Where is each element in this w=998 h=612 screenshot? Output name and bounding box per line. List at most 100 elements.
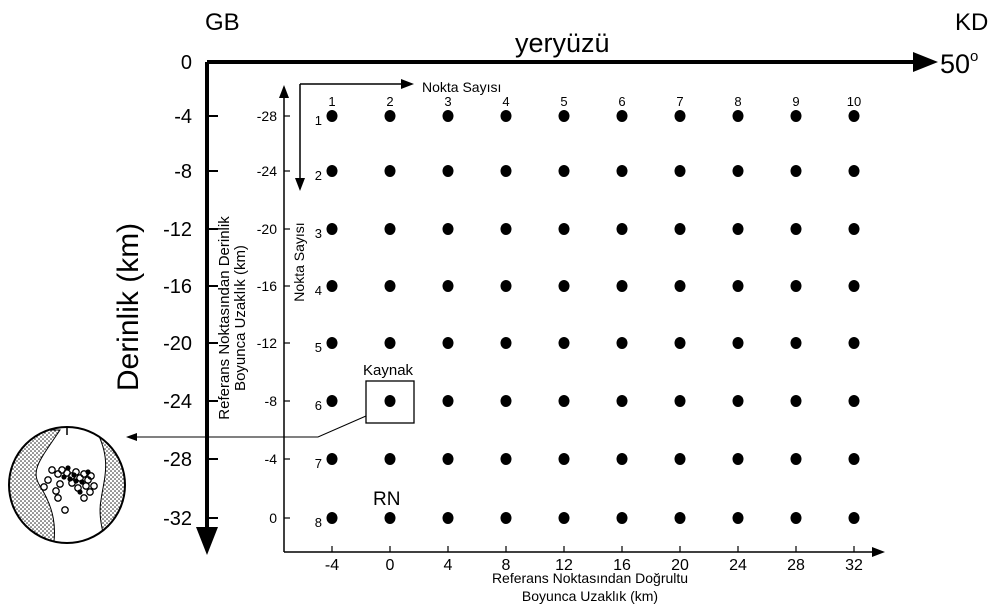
grid-point (500, 453, 512, 465)
grid-point (732, 223, 744, 235)
grid-point (326, 395, 338, 407)
grid-point (848, 337, 860, 349)
grid-point (384, 453, 396, 465)
grid-point (326, 110, 338, 122)
grid-point (674, 453, 686, 465)
grid-point (848, 512, 860, 524)
column-number: 10 (847, 94, 861, 109)
grid-point (848, 165, 860, 177)
grid-point (790, 453, 802, 465)
grid-points (326, 110, 860, 524)
row-number: 7 (315, 456, 322, 471)
depth-tick-label: -28 (163, 449, 192, 471)
grid-point (326, 337, 338, 349)
column-number: 4 (502, 94, 509, 109)
grid-point (732, 280, 744, 292)
grid-point (732, 395, 744, 407)
ref-depth-axis-title-line2: Boyunca Uzaklık (km) (232, 245, 249, 391)
ref-strike-tick-label: 20 (671, 557, 689, 574)
depth-tick-label: -8 (174, 161, 192, 183)
surface-axis-arrowhead (913, 52, 938, 72)
source-label: Kaynak (363, 362, 414, 379)
grid-point (442, 110, 454, 122)
grid-point (732, 453, 744, 465)
column-number: 8 (734, 94, 741, 109)
row-number: 3 (315, 226, 322, 241)
ref-depth-tick-label: -12 (257, 335, 277, 351)
grid-point (790, 223, 802, 235)
grid-point (616, 280, 628, 292)
grid-point (442, 165, 454, 177)
ref-strike-axis-title-line2: Boyunca Uzaklık (km) (522, 588, 658, 604)
column-number: 2 (386, 94, 393, 109)
grid-point (326, 165, 338, 177)
grid-point (500, 512, 512, 524)
grid-point (384, 395, 396, 407)
grid-point (848, 453, 860, 465)
row-number: 1 (315, 113, 322, 128)
ref-strike-axis-arrowhead (872, 547, 885, 557)
ref-strike-tick-label: 12 (555, 557, 573, 574)
depth-tick-label: 0 (181, 52, 192, 74)
ref-depth-axis-ticks: -28-24-20-16-12-8-40 (257, 108, 290, 526)
grid-point (558, 165, 570, 177)
point-count-v-arrowhead (295, 178, 305, 191)
ref-strike-tick-label: -4 (325, 557, 339, 574)
source-connector-arrowhead (126, 433, 137, 441)
grid-point (674, 223, 686, 235)
grid-point (848, 223, 860, 235)
grid-point (500, 337, 512, 349)
grid-point (558, 223, 570, 235)
depth-tick-label: -20 (163, 333, 192, 355)
grid-point (732, 165, 744, 177)
grid-point (558, 110, 570, 122)
ref-depth-tick-label: -20 (257, 221, 277, 237)
ref-depth-tick-label: -24 (257, 163, 277, 179)
grid-point (732, 337, 744, 349)
depth-tick-label: -16 (163, 276, 192, 298)
focal-mechanism-beachball (8, 426, 126, 544)
point-count-h-arrowhead (401, 79, 414, 89)
row-number: 5 (315, 340, 322, 355)
grid-point (674, 337, 686, 349)
column-number: 5 (560, 94, 567, 109)
rn-label: RN (373, 489, 400, 510)
grid-point (674, 110, 686, 122)
source-connector-line (135, 415, 367, 438)
column-number: 9 (792, 94, 799, 109)
grid-point (384, 280, 396, 292)
grid-point (616, 337, 628, 349)
grid-point (848, 395, 860, 407)
ref-depth-tick-label: -16 (257, 278, 277, 294)
grid-point (384, 110, 396, 122)
grid-point (674, 512, 686, 524)
grid-point (848, 280, 860, 292)
grid-point (558, 280, 570, 292)
grid-point (790, 110, 802, 122)
grid-point (674, 165, 686, 177)
grid-point (442, 453, 454, 465)
ref-depth-tick-label: 0 (269, 510, 277, 526)
grid-point (616, 512, 628, 524)
depth-tick-label: -32 (163, 508, 192, 530)
point-count-v-label: Nokta Sayısı (291, 222, 307, 301)
depth-axis-title: Derinlik (km) (112, 223, 145, 391)
ref-depth-axis-title-line1: Referans Noktasından Derinlik (216, 216, 233, 420)
depth-tick-label: -24 (163, 391, 192, 413)
ref-depth-axis-arrowhead (279, 85, 289, 98)
grid-point (326, 280, 338, 292)
grid-point (790, 512, 802, 524)
grid-point (616, 395, 628, 407)
ref-strike-tick-label: 28 (787, 557, 805, 574)
grid-point (442, 280, 454, 292)
column-number: 1 (328, 94, 335, 109)
kd-label: KD (955, 9, 988, 36)
row-number: 8 (315, 515, 322, 530)
grid-point (500, 280, 512, 292)
grid-point (558, 453, 570, 465)
grid-point (558, 512, 570, 524)
grid-point (732, 110, 744, 122)
ref-strike-tick-label: 32 (845, 557, 863, 574)
